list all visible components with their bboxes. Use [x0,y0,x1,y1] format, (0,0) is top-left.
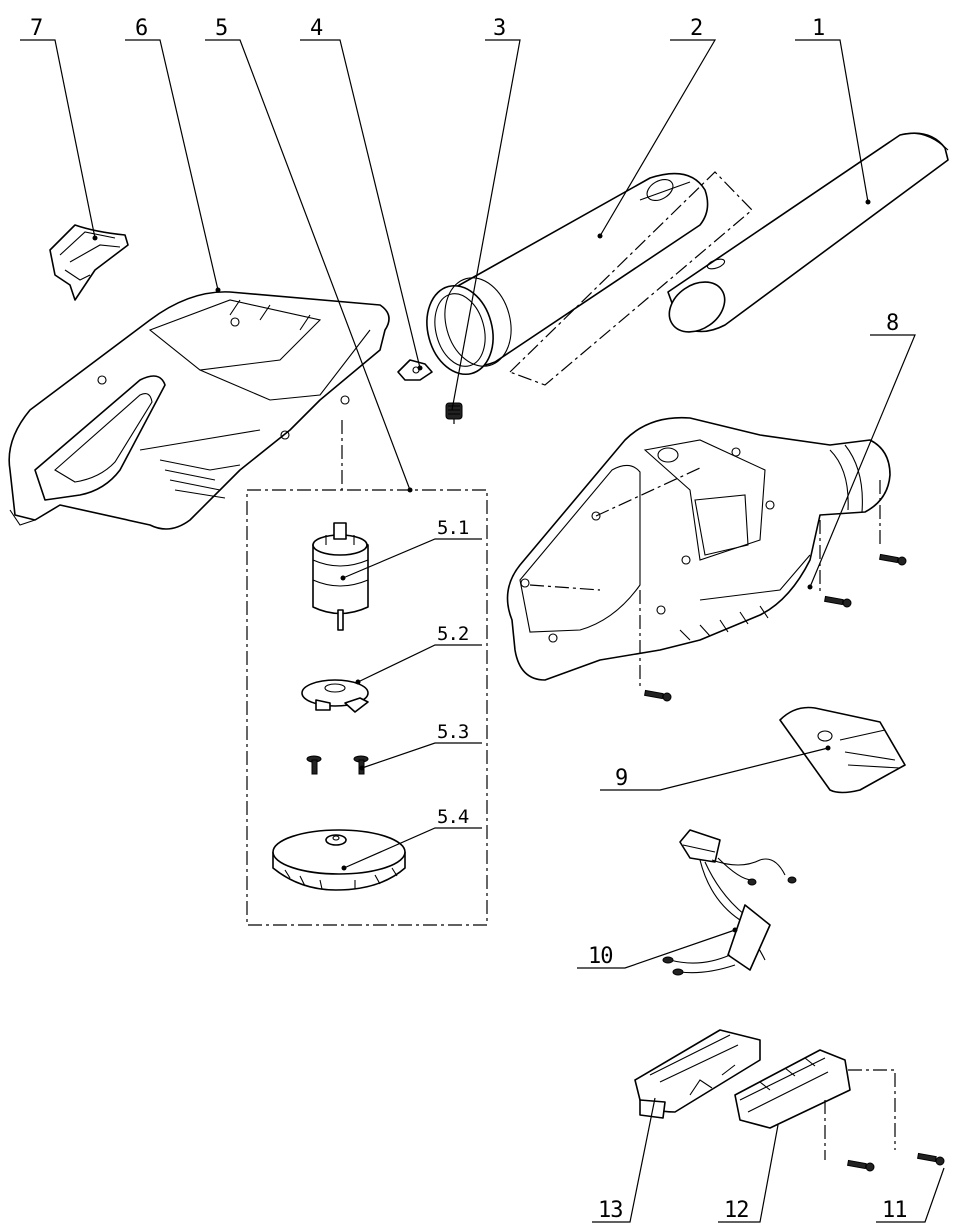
part-3-spring [445,402,463,424]
label-part-7: 7 [30,16,42,41]
part-9-cover [779,706,906,794]
label-part-5: 5 [215,16,227,41]
part-12-battery-guide [734,1049,851,1129]
part-5-3-screws [306,755,369,775]
label-part-12: 12 [724,1198,749,1223]
part-5-2-mount [301,679,369,713]
part-1-nozzle-tube [667,132,949,333]
label-part-11: 11 [882,1198,907,1223]
label-part-5-2: 5.2 [437,623,468,645]
label-part-8: 8 [886,311,898,336]
reference-dots [92,199,871,933]
part-10-switch-wiring [662,829,797,976]
part-4-latch [397,359,433,381]
part-8-screws [644,553,907,702]
part-11-screws [847,1152,945,1172]
label-part-10: 10 [588,944,613,969]
part-2-middle-tube [426,172,709,376]
label-part-1: 1 [812,16,824,41]
label-part-9: 9 [615,766,627,791]
label-part-5-1: 5.1 [437,517,469,539]
label-part-4: 4 [310,16,323,41]
part-5-1-motor [312,522,369,631]
label-part-5-3: 5.3 [437,721,469,743]
leader-lines [20,39,945,1223]
label-part-13: 13 [598,1198,623,1223]
label-part-6: 6 [135,16,147,41]
motor-assembly-box [246,489,488,926]
label-part-3: 3 [493,16,505,41]
label-part-5-4: 5.4 [437,806,469,828]
label-part-2: 2 [690,16,702,41]
part-5-4-fan [272,829,406,891]
part-6-housing-half [8,291,390,530]
part-8-housing-assembly [506,416,891,681]
part-7-cover [49,224,129,301]
